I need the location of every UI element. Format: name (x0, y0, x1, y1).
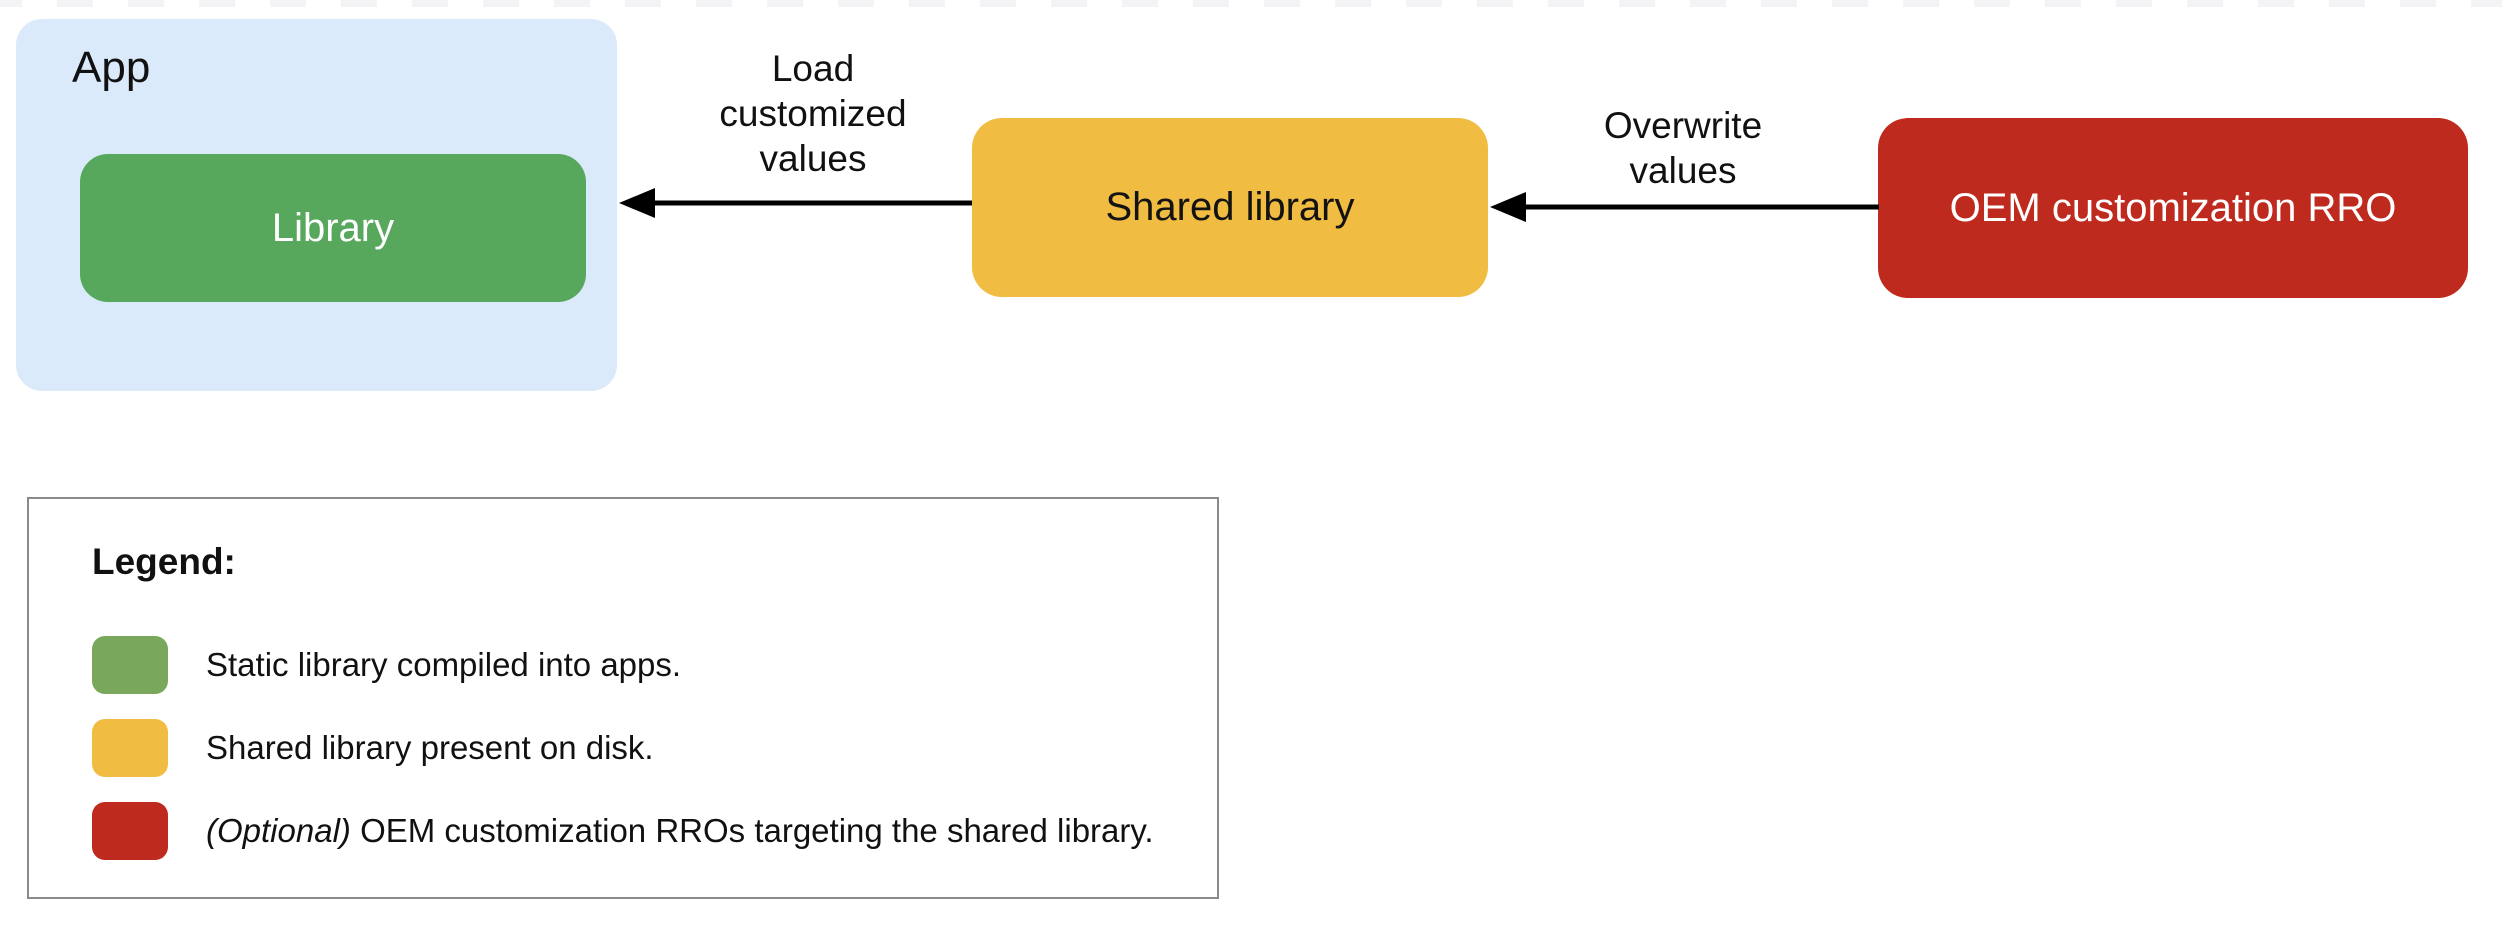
legend-item-label: Shared library present on disk. (206, 729, 654, 766)
legend-item-text: Shared library present on disk. (206, 729, 654, 767)
node-library-label: Library (271, 205, 395, 250)
node-oem-rro-label: OEM customization RRO (1949, 185, 2397, 230)
green-swatch-icon (92, 636, 168, 694)
legend-item-text: Static library compiled into apps. (206, 646, 681, 684)
node-app-label: App (72, 43, 151, 92)
legend-rows: Static library compiled into apps. Share… (92, 636, 1154, 860)
legend-item-text: (Optional) OEM customization RROs target… (206, 812, 1154, 850)
red-swatch-icon (92, 802, 168, 860)
legend-title: Legend: (92, 541, 236, 582)
legend-item-static-library: Static library compiled into apps. (92, 636, 1154, 694)
node-shared-library-label: Shared library (1105, 185, 1355, 229)
legend-item-italic-prefix: (Optional) (206, 812, 361, 849)
legend-box: Legend: Static library compiled into app… (27, 497, 1219, 899)
top-dashed-border (0, 0, 2502, 7)
edge-label-overwrite-values: Overwrite values (1603, 105, 1763, 192)
left-arrow-icon (619, 188, 972, 218)
legend-item-label: OEM customization RROs targeting the sha… (360, 812, 1154, 849)
node-app: App Library (16, 19, 617, 391)
yellow-swatch-icon (92, 719, 168, 777)
legend-item-oem-rro: (Optional) OEM customization RROs target… (92, 802, 1154, 860)
edge-label-load-customized-values: Load customized values (719, 48, 907, 180)
node-shared-library: Shared library (972, 118, 1488, 297)
node-library: Library (80, 154, 586, 302)
legend-item-label: Static library compiled into apps. (206, 646, 682, 683)
node-oem-rro: OEM customization RRO (1878, 118, 2468, 298)
left-arrow-icon (1490, 192, 1879, 222)
legend-item-shared-library: Shared library present on disk. (92, 719, 1154, 777)
